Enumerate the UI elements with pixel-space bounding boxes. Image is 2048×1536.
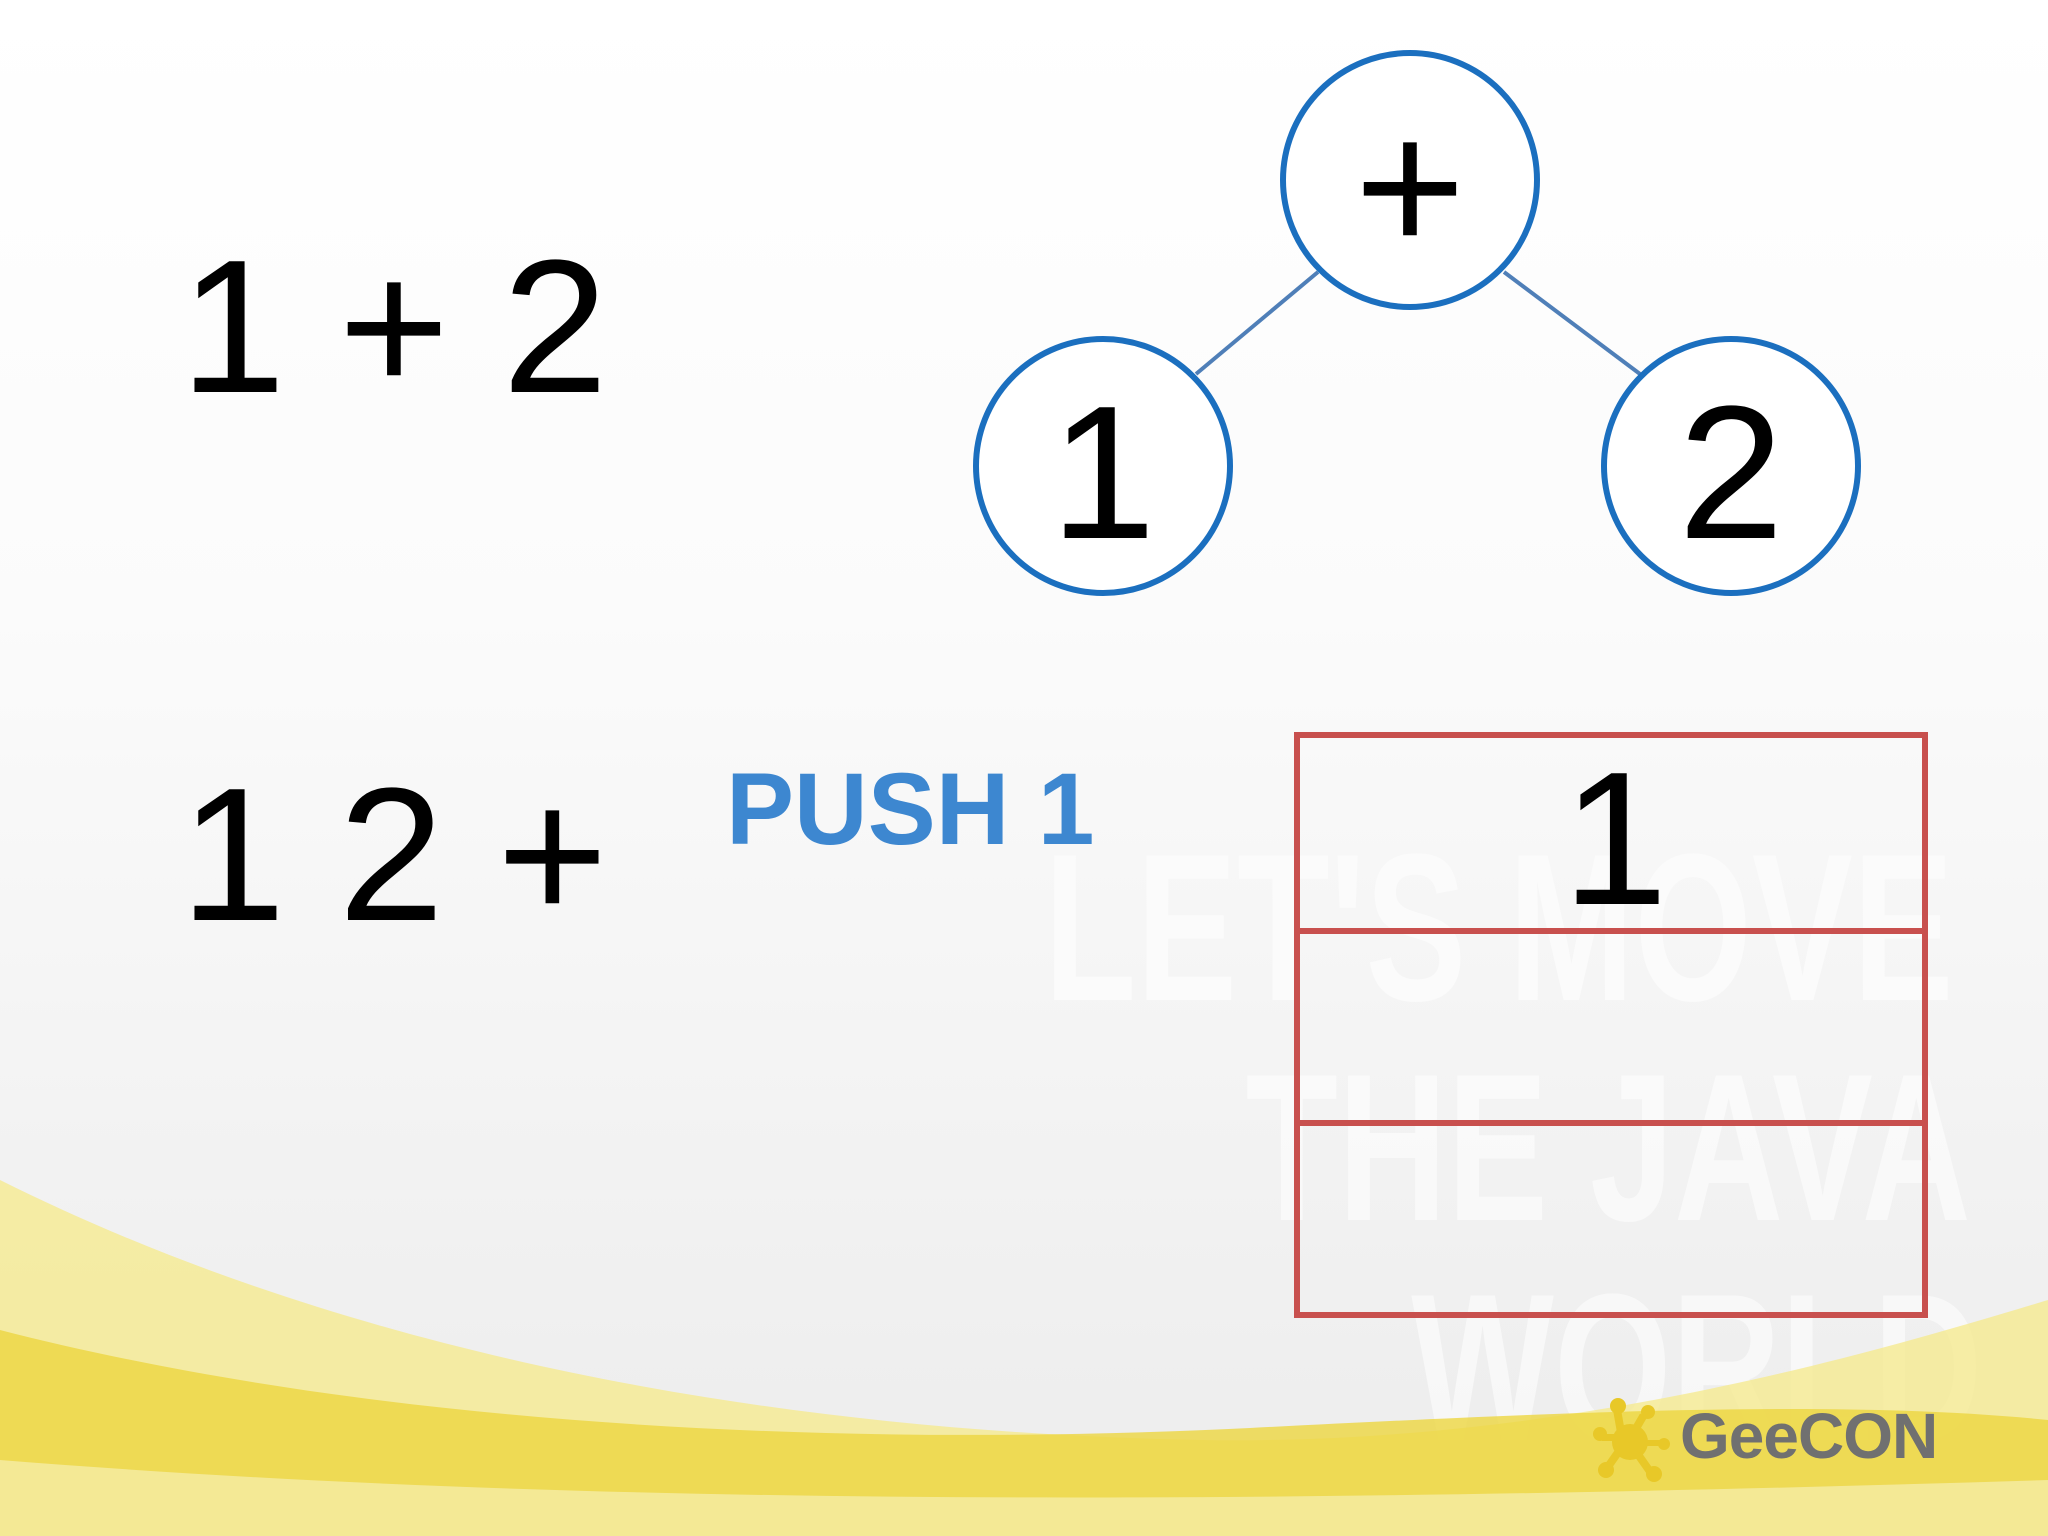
instruction-label: PUSH 1 [726,752,1095,866]
tree-node-left: 1 [973,336,1233,596]
tree-node-root: + [1280,50,1540,310]
tree-node-right-label: 2 [1678,367,1784,579]
infix-expression: 1 + 2 [180,221,608,433]
yellow-swoosh-bottom [0,1460,2048,1536]
tree-edge-right [1502,270,1642,376]
stack: 1 [1294,732,1928,1318]
stack-slot-top: 1 [1300,738,1922,934]
frog-icon [1593,1398,1670,1482]
postfix-expression: 1 2 + [180,749,608,961]
watermark-line-2: THE JAVA [1246,1029,1971,1264]
geecon-logo: GeeCON [1588,1390,1938,1486]
tree-node-left-label: 1 [1050,367,1156,579]
geecon-logo-text: GeeCON [1680,1400,1938,1472]
yellow-swoosh-dark [0,1330,2048,1536]
tree-node-root-label: + [1354,81,1466,293]
tree-node-right: 2 [1601,336,1861,596]
tree-edge-left [1194,270,1320,376]
stack-slot-bottom [1300,1120,1922,1312]
stack-slot-top-value: 1 [1562,733,1668,945]
stack-slot-middle [1300,928,1922,1120]
watermark-line-1: LET'S MOVE [1044,809,1954,1044]
